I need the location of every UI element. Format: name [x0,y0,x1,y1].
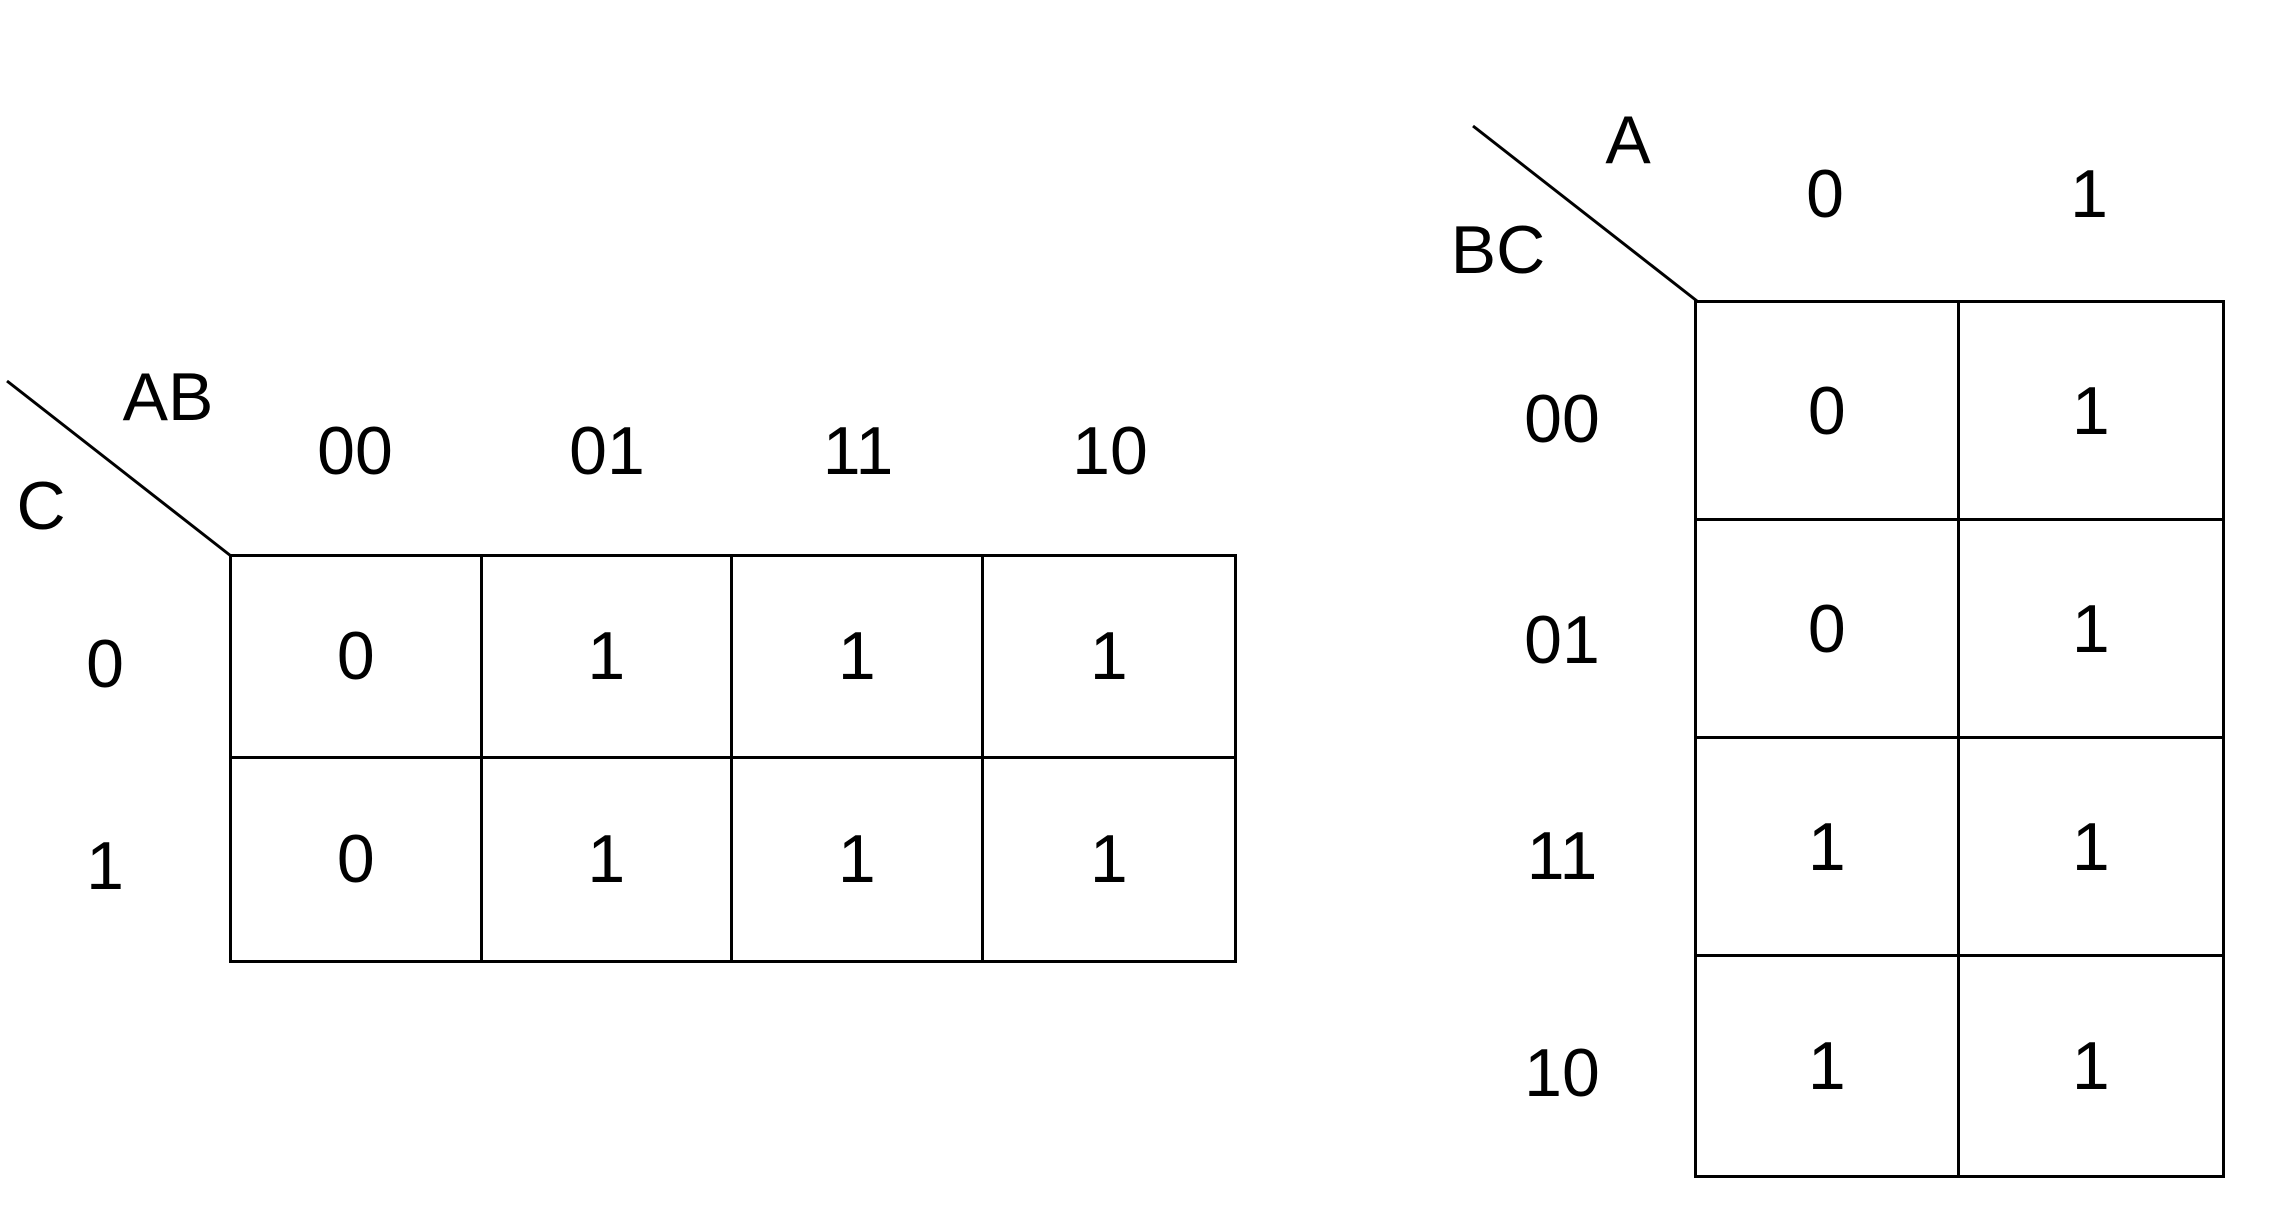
kmap-right-cell: 1 [1959,303,2222,521]
kmap-left-row-label: 0 [86,626,124,702]
kmap-right-row-variable: BC [1450,212,1546,288]
kmap-left-col-label: 00 [317,413,393,489]
kmap-left-cell: 1 [733,557,984,759]
kmap-right-cell: 1 [1697,957,1960,1175]
kmap-right-col-label: 1 [2070,156,2108,232]
kmap-right-row-label: 11 [1526,818,1598,894]
kmap-left-grid: 0 1 1 1 0 1 1 1 [229,554,1237,963]
kmap-left-col-label: 10 [1072,413,1148,489]
kmap-left-cell: 1 [1089,821,1128,898]
kmap-left-row-variable: C [16,468,66,544]
kmap-right-cell: 0 [1697,303,1960,521]
kmap-right-row-label: 10 [1524,1035,1600,1111]
kmap-left-cell: 1 [482,557,733,759]
kmap-left-cell: 0 [232,758,483,960]
kmap-right-cell: 1 [2071,1028,2110,1104]
kmap-left-col-label: 11 [822,413,894,489]
kmap-right-cell: 1 [1959,521,2222,739]
kmap-right-column-variable: A [1605,102,1651,178]
kmap-right-row-label: 01 [1524,602,1600,678]
kmap-left-col-label: 01 [569,413,645,489]
kmap-right-cell: 0 [1697,521,1960,739]
kmap-left-cell: 1 [983,557,1234,759]
kmap-right-cell: 1 [1959,739,2222,957]
kmap-right-grid: 0 1 0 1 1 1 1 1 [1694,300,2225,1178]
kmap-left-cell: 1 [483,758,733,960]
kmap-right-col-label: 0 [1806,156,1844,232]
kmap-right-cell: 1 [1697,739,1960,957]
kmap-right-row-label: 00 [1524,381,1600,457]
kmap-left-cell: 1 [733,758,984,960]
kmap-left-column-variable: AB [122,359,214,435]
kmap-left-cell: 0 [232,557,483,759]
kmap-left-row-label: 1 [86,828,124,904]
